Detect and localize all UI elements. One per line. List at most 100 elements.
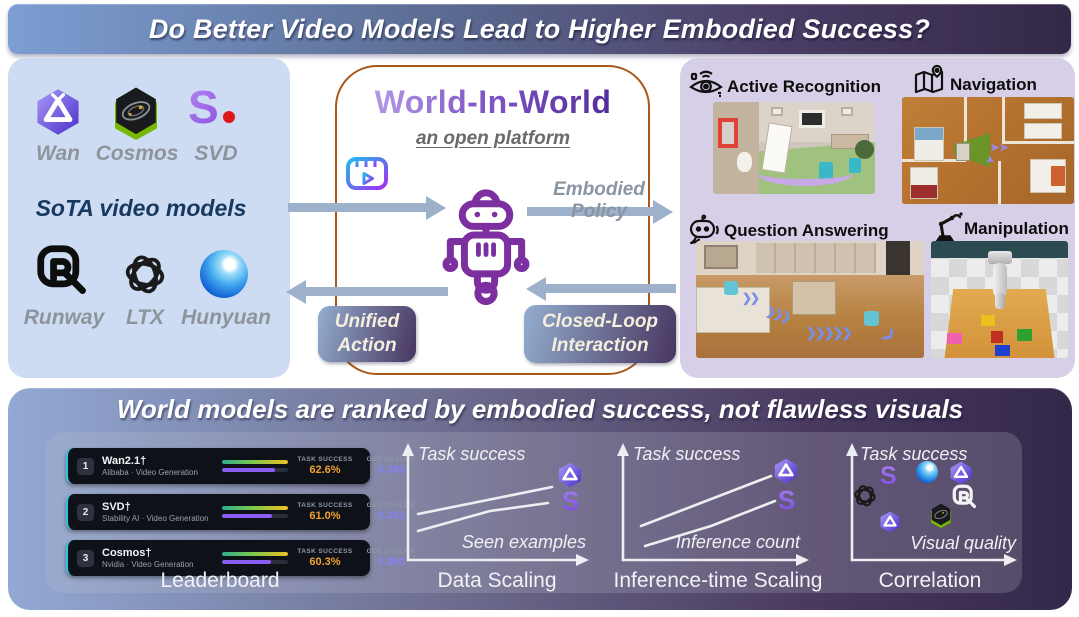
rank-badge: 3 (77, 549, 94, 567)
task-success-value: 62.6% (309, 464, 341, 476)
nav-bed-blue-blanket (915, 128, 943, 140)
arrow-models-to-robot (288, 203, 426, 212)
model-label-svd: SVD (194, 142, 238, 165)
arrow-tasks-to-robot (546, 284, 676, 293)
qa-kitchen-island (792, 281, 836, 315)
gen-quality-value: 0.380 (377, 464, 405, 476)
runway-logo-icon (952, 484, 978, 515)
inference-scaling-caption: Inference-time Scaling (613, 569, 823, 592)
nav-wall-2 (1002, 97, 1005, 143)
model-name: Wan2.1† (102, 454, 147, 467)
wan-logo-icon (878, 510, 902, 539)
nav-arrow-glyphs: ➤➤ (990, 142, 1009, 154)
closed-loop-label: Closed-Loop Interaction (541, 311, 659, 356)
wan-logo-icon (556, 461, 584, 494)
manipulation-scene (931, 241, 1068, 358)
svd-dot-icon (222, 111, 235, 123)
ar-bathroom (713, 102, 759, 194)
arrow-robot-to-models (306, 287, 448, 296)
model-name: SVD† (102, 500, 131, 513)
task-success-value: 60.3% (309, 556, 341, 568)
model-org: Alibaba · Video Generation (102, 467, 198, 477)
task-success-label: TASK SUCCESS (297, 548, 353, 555)
gen-quality-label: GEN QUALITY (366, 456, 416, 463)
man-block-yellow (981, 315, 995, 326)
nav-bed-red-blanket (911, 185, 937, 198)
leaderboard-row: 3 Cosmos†Nvidia · Video Generation TASK … (66, 540, 415, 576)
leaderboard-row: 2 SVD†Stability AI · Video Generation TA… (66, 494, 415, 530)
task-label-manipulation: Manipulation (964, 219, 1069, 238)
ar-picture-frame (799, 110, 825, 128)
qa-tv (704, 245, 738, 269)
man-arm-wrist (995, 293, 1005, 309)
correlation-chart (846, 443, 1017, 566)
task-label-question-answering: Question Answering (724, 221, 889, 240)
nav-bed-blue (914, 127, 944, 161)
model-label-wan: Wan (36, 142, 80, 165)
gen-quality-label: GEN QUALITY (366, 548, 416, 555)
top-banner: Do Better Video Models Lead to Higher Em… (8, 4, 1071, 54)
cosmos-logo-icon (108, 84, 164, 145)
open-platform-subtitle: an open platform (415, 128, 571, 149)
model-org: Stability AI · Video Generation (102, 513, 209, 523)
nav-wall-5 (998, 161, 1001, 204)
task-label-navigation: Navigation (950, 75, 1037, 94)
qa-arrows-3: ❯❯❯❯❯ (806, 325, 852, 340)
inference-scaling-chart (617, 443, 809, 566)
cosmos-logo-icon (928, 502, 954, 533)
man-backdrop (931, 241, 1068, 258)
sota-heading: SoTA video models (35, 195, 247, 221)
inference-scaling-ylabel: Task success (633, 444, 741, 464)
ar-chair-2 (849, 158, 861, 173)
runway-logo-icon (36, 244, 90, 303)
qa-agent (724, 281, 738, 295)
qa-agent-2 (864, 311, 879, 326)
video-player-icon (344, 152, 390, 199)
svd-logo-icon: S (562, 486, 580, 516)
nav-bed-orange (1030, 159, 1066, 193)
nav-bed-red (910, 167, 938, 199)
ar-window-1 (771, 107, 783, 116)
ar-red-mirror (718, 118, 738, 148)
man-block-pink (947, 333, 962, 344)
nav-bed-top-2 (1024, 123, 1062, 139)
map-pin-icon (912, 64, 946, 103)
active-recognition-scene (713, 102, 875, 194)
gen-quality-value: 0.360 (377, 556, 405, 568)
robot-icon (432, 184, 540, 317)
world-in-world-title: World-In-World (345, 84, 641, 121)
data-scaling-ylabel: Task success (418, 444, 526, 464)
gen-quality-label: GEN QUALITY (366, 502, 416, 509)
model-label-runway: Runway (23, 306, 105, 329)
ar-window-2 (841, 107, 853, 116)
nav-wall-1 (964, 97, 967, 157)
task-success-label: TASK SUCCESS (297, 502, 353, 509)
unified-action-label: Unified Action (334, 311, 400, 356)
ar-path-curve (757, 160, 853, 186)
correlation-caption: Correlation (878, 569, 982, 592)
task-label-active-recognition: Active Recognition (727, 77, 881, 96)
question-answering-scene: ❯❯ ❯❯❯ ❯❯❯❯❯ ❯ (696, 241, 924, 358)
inference-scaling-xlabel: Inference count (675, 532, 800, 552)
arrow-robot-to-tasks (527, 207, 653, 216)
gen-quality-value: 0.363 (377, 510, 405, 522)
leaderboard-row: 1 Wan2.1†Alibaba · Video Generation TASK… (66, 448, 415, 484)
ar-plant (855, 140, 874, 159)
qa-arrows-1: ❯❯ (742, 291, 760, 305)
qa-shelves (756, 243, 876, 273)
hunyuan-logo-icon (200, 250, 248, 298)
model-name: Cosmos† (102, 546, 152, 559)
ar-toilet (737, 152, 752, 172)
svd-logo-icon: S (188, 84, 235, 130)
hunyuan-logo-icon (916, 461, 938, 483)
unified-action-badge: Unified Action (318, 306, 416, 362)
correlation-ylabel: Task success (860, 444, 968, 464)
navigation-scene: ➤➤ ➤ (902, 97, 1074, 204)
correlation-xlabel: Visual quality (910, 533, 1016, 553)
results-title: World models are ranked by embodied succ… (116, 394, 964, 424)
data-scaling-xlabel: Seen examples (461, 532, 586, 552)
score-bars (222, 460, 288, 472)
model-org: Nvidia · Video Generation (102, 559, 194, 569)
banner-title: Do Better Video Models Lead to Higher Em… (148, 13, 931, 44)
